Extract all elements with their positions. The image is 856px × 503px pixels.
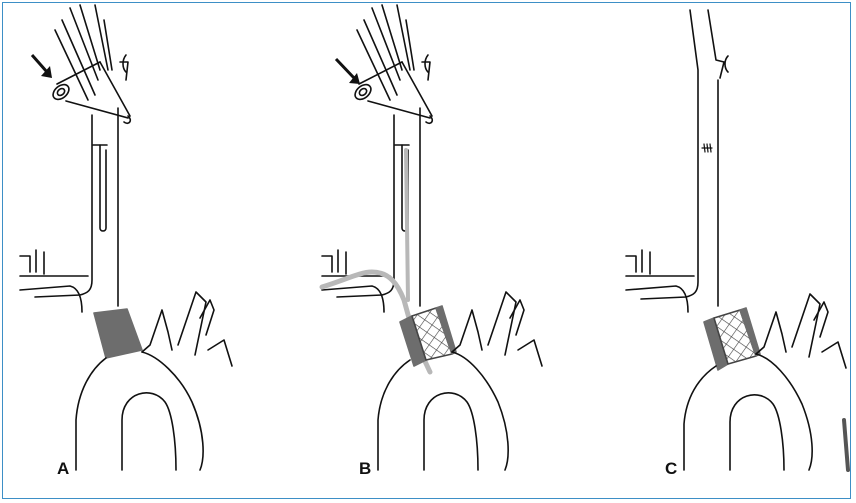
- panel-label-b: B: [359, 459, 371, 479]
- panel-a: [20, 5, 232, 470]
- arrow-b: [336, 59, 360, 84]
- panel-c: [626, 10, 848, 470]
- suture-marks: [702, 144, 712, 152]
- graft-segment-a: [94, 309, 142, 358]
- panel-label-a: A: [57, 459, 69, 479]
- arrow-a: [32, 55, 52, 78]
- panel-b: [322, 5, 542, 470]
- panel-label-c: C: [665, 459, 677, 479]
